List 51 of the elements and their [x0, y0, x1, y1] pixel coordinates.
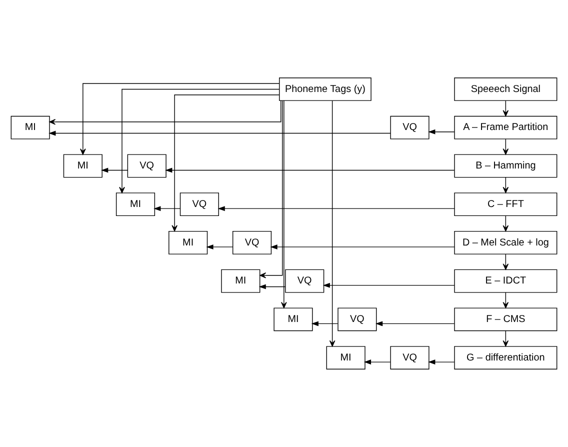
- arrow: [428, 360, 455, 365]
- node-box: MI: [274, 308, 313, 332]
- node-box: MI: [10, 116, 50, 140]
- node-box: VQ: [127, 154, 166, 178]
- node-box: MI: [168, 230, 208, 254]
- node-box: A – Frame Partition: [454, 116, 558, 140]
- node-box: VQ: [390, 346, 430, 370]
- node-box: VQ: [232, 230, 272, 254]
- node-box: MI: [221, 269, 260, 293]
- node-box: Phoneme Tags (y): [279, 77, 372, 101]
- node-box: B – Hamming: [454, 154, 558, 178]
- arrow: [311, 321, 338, 326]
- node-box: F – CMS: [454, 308, 558, 332]
- arrow: [502, 330, 509, 347]
- arrow: [154, 206, 180, 212]
- node-box: C – FFT: [454, 192, 558, 216]
- arrow: [502, 215, 509, 232]
- arrow: [281, 100, 287, 308]
- arrow: [48, 130, 391, 136]
- arrow: [428, 129, 455, 134]
- arrow: [329, 100, 336, 347]
- arrow: [376, 321, 455, 326]
- arrow: [49, 100, 282, 125]
- node-box: E – IDCT: [454, 269, 558, 293]
- arrow: [364, 360, 391, 365]
- node-box: MI: [116, 192, 156, 216]
- arrow: [218, 206, 455, 212]
- arrow: [119, 88, 280, 194]
- node-box: VQ: [338, 308, 377, 332]
- arrow: [80, 83, 280, 155]
- node-box: MI: [63, 154, 102, 178]
- arrow: [206, 244, 233, 250]
- arrow: [172, 94, 280, 232]
- node-box: D – Mel Scale + log: [454, 230, 558, 254]
- arrow: [502, 138, 509, 155]
- arrow: [165, 168, 455, 173]
- arrow: [270, 244, 455, 250]
- node-box: G – differentiation: [454, 346, 558, 370]
- node-box: Speeech Signal: [454, 77, 558, 101]
- arrow: [502, 100, 509, 116]
- arrow: [502, 254, 509, 270]
- arrow: [502, 177, 509, 194]
- node-box: MI: [326, 346, 366, 370]
- arrow: [258, 284, 286, 290]
- node-box: VQ: [390, 116, 430, 140]
- node-box: VQ: [285, 269, 324, 293]
- arrow: [322, 282, 455, 288]
- node-box: VQ: [180, 192, 219, 216]
- arrow: [101, 168, 128, 173]
- arrow: [260, 100, 283, 278]
- arrow: [502, 292, 509, 308]
